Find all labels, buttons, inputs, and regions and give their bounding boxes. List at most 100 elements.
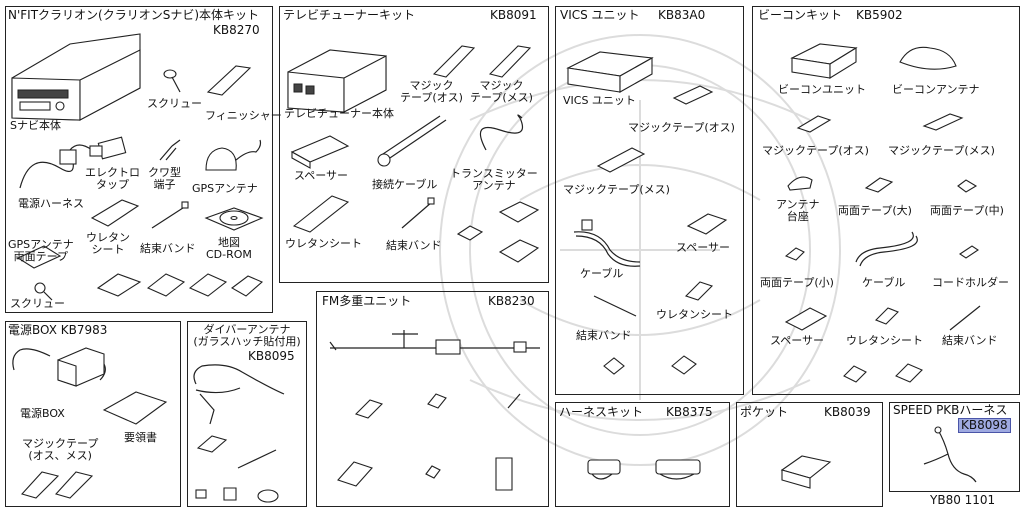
part-label: 両面テープ(大) bbox=[838, 204, 912, 217]
part-label: ケーブル bbox=[862, 276, 906, 289]
part-label: スペーサー bbox=[676, 241, 731, 254]
part-label: 結束バンド bbox=[386, 239, 442, 252]
fm-kit-title: FM多重ユニット bbox=[322, 294, 412, 308]
nfit-kit-code: KB8270 bbox=[213, 23, 260, 37]
power-box-kit-name: 電源BOX bbox=[8, 323, 57, 337]
s-navi-unit-illustration bbox=[11, 33, 141, 121]
gps-antenna-illustration bbox=[205, 139, 262, 171]
harness-kit-illustration bbox=[587, 459, 701, 480]
urethane-sheet-tv-illustration bbox=[292, 195, 350, 233]
part-label: ウレタン シート bbox=[86, 231, 130, 256]
urethane-vics-illustration bbox=[684, 281, 714, 301]
screw-small-illustration bbox=[34, 282, 53, 301]
part-label: 両面テープ(小) bbox=[760, 276, 834, 289]
cd-rom-illustration bbox=[204, 207, 264, 231]
part-label: ビーコンアンテナ bbox=[892, 83, 980, 96]
nfit-kit-title: N'FITクラリオン(クラリオンSナビ)本体キット bbox=[8, 8, 260, 22]
beacon-antenna-illustration bbox=[899, 46, 957, 70]
power-box-kit-box bbox=[5, 321, 181, 507]
part-label: 結束バンド bbox=[140, 242, 196, 255]
part-label: マジック テープ(メス) bbox=[470, 79, 533, 104]
part-label: ウレタンシート bbox=[846, 334, 923, 347]
pocket-kit-box bbox=[736, 402, 883, 507]
beacon-unit-illustration bbox=[790, 43, 858, 79]
cable-tie-tv-illustration bbox=[401, 197, 435, 229]
diversity-kit-code: KB8095 bbox=[248, 349, 295, 363]
double-tape-illustration bbox=[784, 177, 978, 261]
magic-tape-beacon-illustration bbox=[796, 113, 964, 133]
part-label: ビーコンユニット bbox=[778, 83, 866, 96]
spacer-illustration bbox=[290, 135, 350, 169]
finisher-illustration bbox=[206, 65, 252, 96]
power-box-kit-title: 電源BOX KB7983 bbox=[8, 324, 107, 337]
speed-harness-illustration bbox=[923, 426, 977, 483]
spacer-beacon-illustration bbox=[784, 307, 828, 331]
beacon-kit-title: ビーコンキット bbox=[758, 8, 843, 22]
magic-tape-power-illustration bbox=[20, 471, 94, 499]
cable-tie-beacon-illustration bbox=[949, 305, 981, 331]
part-label: ウレタンシート bbox=[656, 308, 733, 321]
pocket-kit-code: KB8039 bbox=[824, 405, 871, 419]
speed-harness-kit-code[interactable]: KB8098 bbox=[958, 418, 1011, 433]
power-box-illustration bbox=[12, 347, 106, 387]
speed-harness-kit-title: SPEED PKBハーネス bbox=[893, 403, 1008, 417]
part-label: マジックテープ (オス、メス) bbox=[22, 437, 99, 462]
sheet-group-illustration bbox=[16, 245, 264, 297]
nfit-kit-box bbox=[5, 6, 273, 313]
part-label: ウレタンシート bbox=[285, 237, 362, 250]
part-label: 電源ハーネス bbox=[18, 197, 84, 210]
part-label: ケーブル bbox=[580, 267, 624, 280]
tv-kit-title: テレビチューナーキット bbox=[283, 8, 416, 22]
part-label: Sナビ本体 bbox=[10, 119, 61, 132]
magic-tape-vics-illustration bbox=[596, 85, 714, 173]
tape-pieces-beacon-illustration bbox=[843, 363, 923, 383]
diversity-antenna-illustration bbox=[193, 364, 285, 425]
pocket-kit-title: ポケット bbox=[740, 405, 789, 419]
beacon-kit-code: KB5902 bbox=[856, 8, 903, 22]
diversity-kit-box bbox=[187, 321, 307, 507]
part-label: スペーサー bbox=[770, 334, 825, 347]
pocket-illustration bbox=[780, 455, 832, 489]
diversity-parts-illustration bbox=[195, 435, 279, 503]
connection-cable-illustration bbox=[377, 115, 447, 167]
part-label: クワ型 端子 bbox=[148, 166, 181, 191]
part-label: コードホルダー bbox=[932, 276, 1009, 289]
diagram-code: YB80 1101 bbox=[930, 493, 996, 507]
harness-kit-title: ハーネスキット bbox=[559, 405, 644, 419]
power-box-kit-code: KB7983 bbox=[60, 323, 108, 337]
spacer-vics-illustration bbox=[686, 213, 728, 235]
harness-kit-box bbox=[555, 402, 730, 507]
beacon-cable-illustration bbox=[855, 231, 918, 267]
transmitter-antenna-illustration bbox=[479, 114, 524, 151]
part-label: 電源BOX bbox=[20, 407, 65, 420]
part-label: マジックテープ(オス) bbox=[762, 144, 869, 157]
part-label: トランスミッター アンテナ bbox=[450, 167, 538, 192]
power-harness-illustration bbox=[19, 144, 103, 189]
part-label: エレクトロ タップ bbox=[85, 166, 140, 191]
fm-kit-box bbox=[316, 291, 549, 507]
part-label: スペーサー bbox=[294, 169, 349, 182]
part-label: スクリュー bbox=[10, 297, 65, 310]
vics-unit-illustration bbox=[566, 51, 654, 93]
part-label: マジックテープ(オス) bbox=[628, 121, 735, 134]
part-label: スクリュー bbox=[147, 97, 202, 110]
speed-harness-kit-box bbox=[889, 402, 1020, 492]
diversity-kit-title: ダイバーアンテナ (ガラスハッチ貼付用) bbox=[193, 323, 301, 348]
part-label: テレビチューナー本体 bbox=[284, 107, 394, 120]
manual-illustration bbox=[102, 391, 168, 425]
part-label: マジック テープ(オス) bbox=[400, 79, 463, 104]
vics-cable-illustration bbox=[573, 219, 641, 267]
tape-pieces-vics-illustration bbox=[603, 355, 697, 375]
part-label: 接続ケーブル bbox=[372, 178, 438, 191]
fm-unit-illustration bbox=[329, 330, 540, 355]
part-label: フィニッシャー bbox=[205, 109, 282, 122]
tv-kit-box bbox=[279, 6, 549, 283]
part-label: 結束バンド bbox=[576, 329, 632, 342]
fm-parts-illustration bbox=[337, 393, 521, 491]
part-label: 両面テープ(中) bbox=[930, 204, 1004, 217]
part-label: VICS ユニット bbox=[563, 94, 636, 107]
part-label: 結束バンド bbox=[942, 334, 998, 347]
cable-tie-vics-illustration bbox=[593, 295, 637, 317]
